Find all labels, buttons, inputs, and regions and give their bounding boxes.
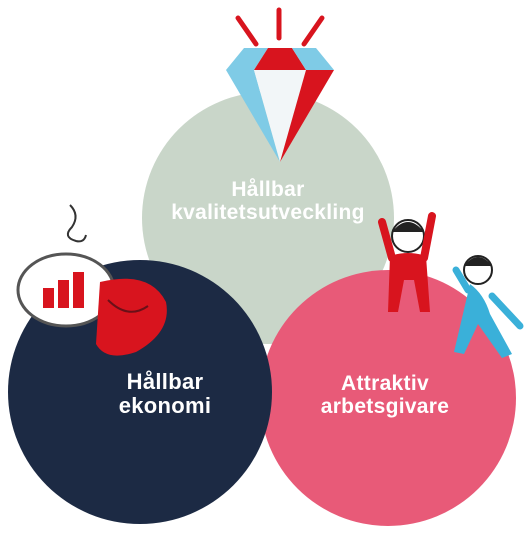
label-right-line1: Attraktiv bbox=[285, 372, 485, 395]
label-left-line1: Hållbar bbox=[70, 370, 260, 394]
label-right-line2: arbetsgivare bbox=[285, 395, 485, 418]
label-left-line2: ekonomi bbox=[70, 394, 260, 418]
label-top-circle: Hållbar kvalitetsutveckling bbox=[148, 178, 388, 224]
label-right-circle: Attraktiv arbetsgivare bbox=[285, 372, 485, 418]
label-top-line2: kvalitetsutveckling bbox=[148, 201, 388, 224]
label-left-circle: Hållbar ekonomi bbox=[70, 370, 260, 418]
label-top-line1: Hållbar bbox=[148, 178, 388, 201]
